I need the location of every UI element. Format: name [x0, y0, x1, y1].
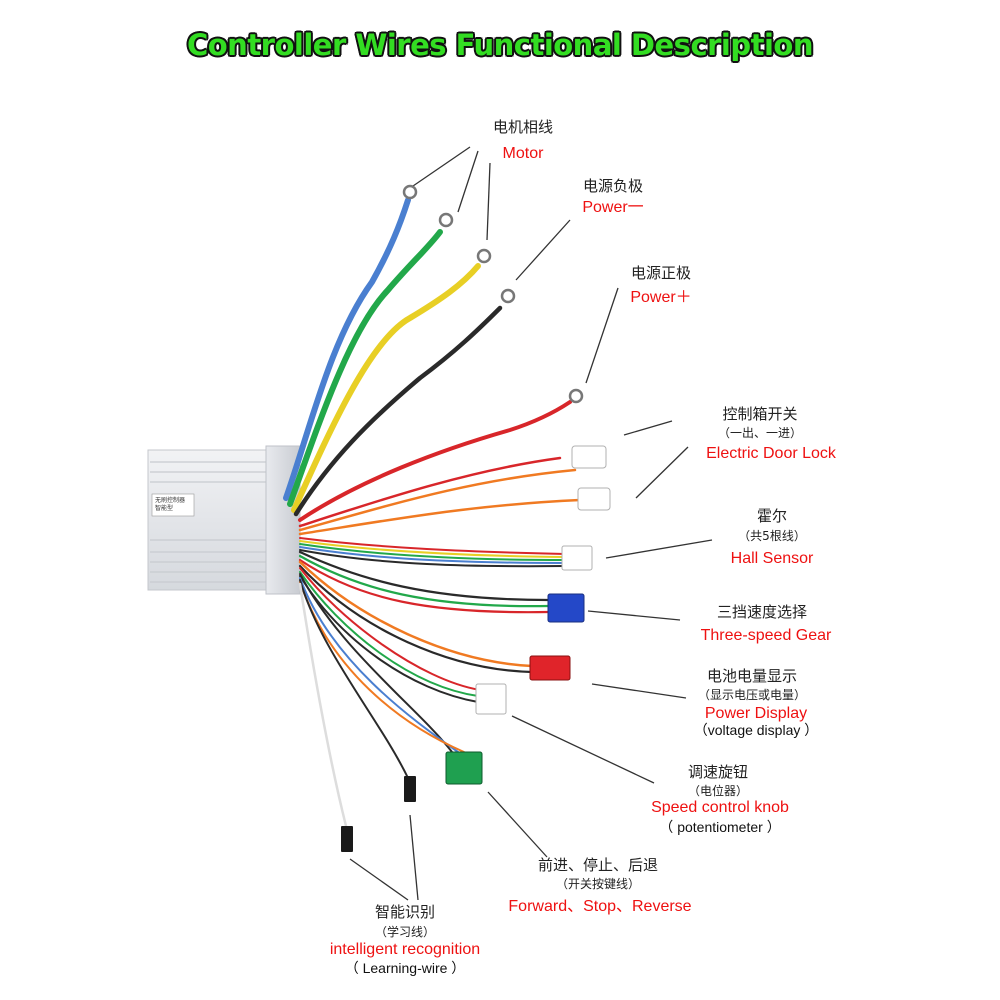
wire-knob-green [299, 571, 479, 697]
label-hall-cn: 霍尔 [756, 507, 788, 525]
label-knob-paren: （ potentiometer ） [659, 819, 781, 835]
wire-orange-lock [298, 468, 577, 532]
wire-display-black [298, 564, 534, 674]
label-learning-cn: 智能识别 [374, 903, 436, 921]
connector-hall [561, 545, 593, 571]
leader-lines [349, 146, 713, 901]
label-door-lock-sub: （一出、一进） [717, 426, 803, 440]
label-motor-cn: 电机相线 [492, 118, 554, 136]
label-door-lock-en: Electric Door Lock [706, 445, 836, 462]
label-display-en: Power Display [704, 705, 808, 722]
wire-learn-white [298, 582, 348, 828]
svg-text:智能型: 智能型 [155, 504, 173, 512]
wire-gear-2 [298, 554, 550, 608]
leader-motor-2 [457, 150, 479, 213]
wire-display-orange [298, 560, 534, 668]
leader-power-neg [515, 219, 571, 281]
wire-knob-red [299, 567, 481, 691]
connector-learning-white [341, 826, 353, 852]
leader-door-2 [635, 446, 689, 499]
label-hall-en: Hall Sensor [730, 550, 814, 567]
leader-display [591, 683, 687, 699]
wire-yellow-phase [291, 263, 481, 513]
wire-orange-lock-2 [298, 498, 582, 536]
label-gear-cn: 三挡速度选择 [716, 603, 808, 621]
wire-dir-black [299, 573, 453, 753]
label-knob-sub: （电位器） [687, 784, 749, 798]
ring-terminals [402, 184, 584, 404]
label-learning-sub: （学习线） [374, 925, 436, 939]
label-gear-en: Three-speed Gear [700, 627, 832, 644]
leader-motor-1 [412, 146, 471, 187]
label-hall-sub: （共5根线） [738, 529, 806, 543]
wire-hall-yellow [299, 540, 566, 558]
connector-display [529, 655, 571, 681]
connector-door-lock-1 [571, 445, 607, 469]
terminal-black [500, 288, 516, 304]
label-power-pos-en: Power＋ [630, 289, 692, 306]
leader-learning-1 [349, 858, 409, 901]
connectors [341, 445, 611, 852]
leader-power-pos [585, 287, 619, 384]
leader-direction [487, 791, 548, 858]
wire-hall-black [299, 549, 566, 568]
terminal-red [568, 388, 584, 404]
svg-text:无刷控制器: 无刷控制器 [155, 496, 185, 504]
leader-knob [511, 715, 655, 784]
wire-dir-blue [299, 577, 459, 753]
label-power-neg-en: Power一 [582, 199, 644, 216]
controller-sticker [151, 493, 195, 517]
label-direction-sub: （开关按键线） [555, 877, 641, 891]
label-display-sub: （显示电压或电量） [697, 688, 807, 702]
leader-learning-2 [409, 814, 419, 901]
wire-green-phase [287, 229, 443, 507]
wire-hall-blue [299, 546, 566, 564]
label-direction-en: Forward、Stop、Reverse [508, 898, 692, 915]
wire-gear-1 [298, 550, 550, 602]
label-learning-en: intelligent recognition [329, 941, 481, 958]
connector-learning-black [404, 776, 416, 802]
label-knob-en: Speed control knob [651, 799, 789, 816]
wire-learn-black [299, 579, 409, 779]
label-door-lock-cn: 控制箱开关 [722, 405, 798, 423]
label-power-neg-cn: 电源负极 [582, 177, 644, 195]
label-learning-paren: （ Learning-wire ） [344, 960, 466, 976]
terminal-green [438, 212, 454, 228]
label-direction-cn: 前进、停止、后退 [537, 856, 659, 874]
wires [283, 197, 582, 828]
connector-knob [475, 683, 507, 715]
terminal-yellow [476, 248, 492, 264]
wire-knob-black [299, 575, 479, 703]
label-display-cn: 电池电量显示 [706, 667, 798, 685]
wire-gear-3 [298, 558, 550, 614]
label-motor-en: Motor [502, 145, 544, 162]
controller-box: 无刷控制器 智能型 [147, 445, 301, 595]
leader-hall [605, 539, 713, 559]
label-power-pos-cn: 电源正极 [630, 264, 692, 282]
connector-door-lock-2 [577, 487, 611, 511]
connector-gear [547, 593, 585, 623]
wire-blue-phase [283, 197, 411, 501]
wire-red-pos [298, 400, 572, 522]
leader-motor-3 [486, 162, 491, 241]
leader-door-1 [623, 420, 673, 436]
label-display-paren: （voltage display ） [693, 722, 819, 738]
connector-direction [445, 751, 483, 785]
wire-black-neg [293, 305, 503, 517]
label-knob-cn: 调速旋钮 [687, 763, 749, 781]
diagram-title: Controller Wires Functional Description [186, 28, 814, 62]
wire-hall-red [299, 537, 566, 555]
wire-red-lock [298, 456, 562, 528]
terminal-blue [402, 184, 418, 200]
wire-hall-green [299, 543, 566, 561]
leader-gear [587, 610, 681, 621]
